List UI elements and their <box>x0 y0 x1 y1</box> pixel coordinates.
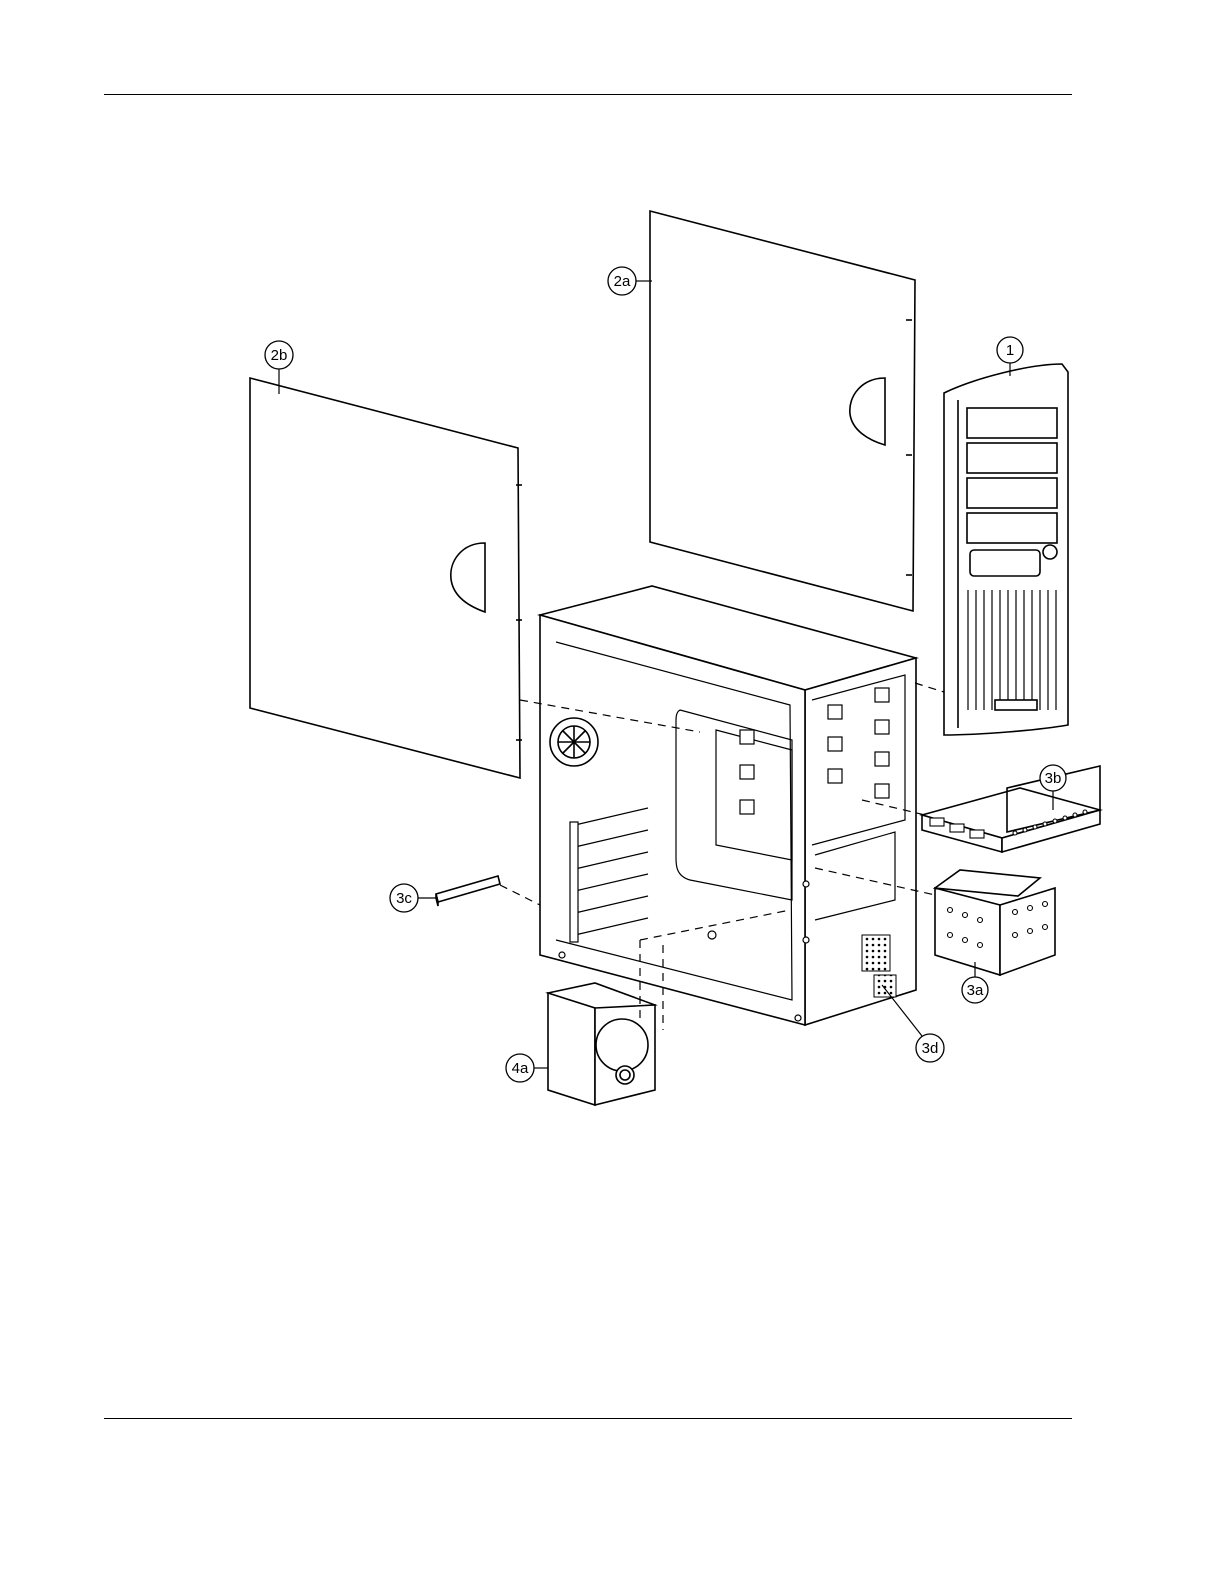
callout-3d: 3d <box>882 985 944 1062</box>
callout-2a: 2a <box>608 267 652 295</box>
drive-cage-3b <box>922 766 1100 852</box>
chassis <box>540 586 916 1025</box>
svg-text:2a: 2a <box>614 273 631 290</box>
drive-cage-3a <box>935 870 1055 975</box>
fan-duct-4a <box>548 983 655 1105</box>
svg-text:4a: 4a <box>512 1060 529 1077</box>
callout-3c: 3c <box>390 884 436 912</box>
svg-text:3c: 3c <box>396 890 412 907</box>
side-panel-2a <box>650 211 915 611</box>
bracket-3c <box>436 876 500 906</box>
svg-text:3b: 3b <box>1045 770 1062 787</box>
svg-text:3a: 3a <box>967 982 984 999</box>
svg-text:3d: 3d <box>922 1040 939 1057</box>
front-bezel-1 <box>944 364 1068 735</box>
side-panel-2b <box>250 378 522 778</box>
callout-4a: 4a <box>506 1054 548 1082</box>
svg-text:2b: 2b <box>271 347 288 364</box>
svg-text:1: 1 <box>1006 342 1014 359</box>
